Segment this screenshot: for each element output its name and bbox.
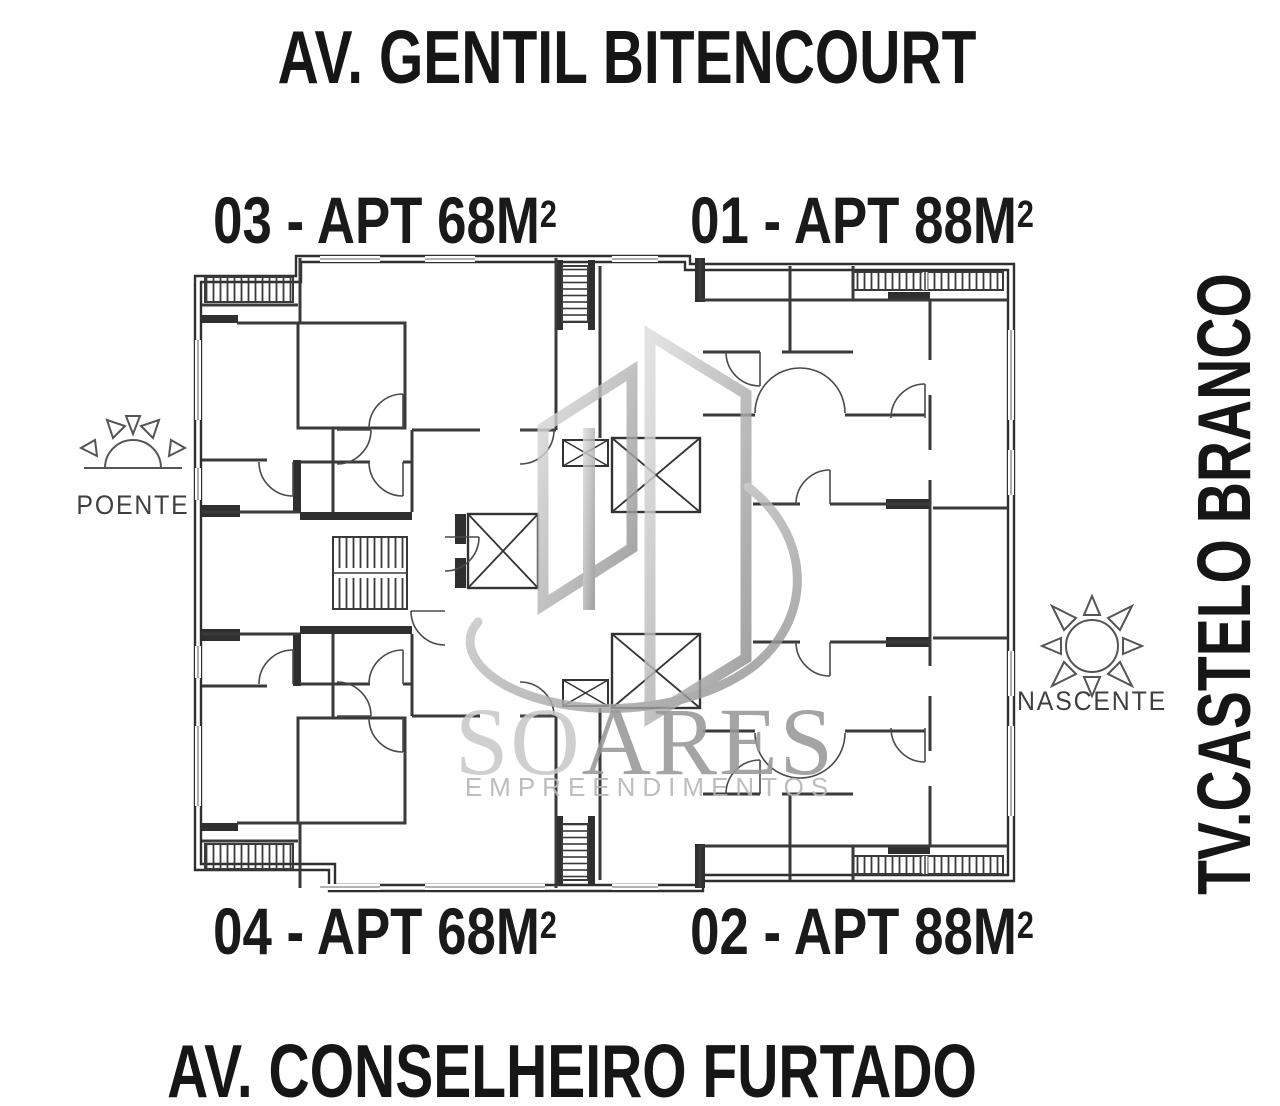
stairs — [332, 536, 408, 610]
street-right: TV.CASTELO BRANCO — [1182, 273, 1266, 895]
core-wall-blocks — [455, 514, 466, 588]
apartment-label-01-text: 01 - APT 88M — [690, 183, 1017, 257]
apartment-label-01-sup: 2 — [1016, 192, 1034, 236]
logo-left-shape — [537, 360, 638, 616]
door-arc — [795, 469, 831, 505]
door-arc — [368, 393, 404, 429]
nascente-label: NASCENTE — [1017, 686, 1167, 716]
nascente-sun-icon — [1039, 593, 1145, 699]
apartment-label-04-text: 04 - APT 68M — [213, 894, 540, 968]
apartment-label-02: 02 - APT 88M2 — [690, 893, 1034, 969]
apartment-label-02-sup: 2 — [1016, 903, 1034, 947]
ladder-shaft — [561, 265, 589, 323]
elevator-shaft-main — [466, 512, 540, 590]
balcony-rail-right — [852, 271, 1004, 291]
street-top: AV. GENTIL BITENCOURT — [277, 15, 977, 99]
logo-swoosh — [465, 482, 802, 713]
apartment-label-03: 03 - APT 68M2 — [213, 182, 557, 258]
apartment-label-04: 04 - APT 68M2 — [213, 893, 557, 969]
door-arc — [368, 461, 404, 497]
door-arcs — [258, 351, 926, 505]
watermark-name-light: SO — [454, 688, 582, 795]
door-arc — [890, 383, 926, 419]
watermark-tagline: EMPREENDIMENTOS — [464, 772, 836, 802]
watermark-logo — [465, 325, 802, 727]
windows — [195, 256, 1014, 500]
apartment-label-03-text: 03 - APT 68M — [213, 183, 540, 257]
poente-label: POENTE — [76, 490, 190, 520]
apartment-label-01: 01 - APT 88M2 — [690, 182, 1034, 258]
watermark-name-dark: ARES — [581, 688, 836, 795]
logo-center-bar — [583, 428, 595, 610]
door-arc — [519, 429, 555, 465]
door-arc — [336, 429, 372, 465]
arch-opening — [754, 367, 846, 414]
central-core — [332, 512, 545, 890]
poente-sun-icon — [78, 415, 188, 469]
watermark-name: SOARES — [455, 686, 835, 797]
door-arc — [258, 461, 294, 497]
apartment-label-04-sup: 2 — [539, 903, 557, 947]
elevator-shaft-upper — [610, 436, 702, 514]
street-bottom: AV. CONSELHEIRO FURTADO — [167, 1029, 977, 1106]
plan-upper-half — [195, 256, 1014, 573]
apartment-label-02-text: 02 - APT 88M — [690, 894, 1017, 968]
interior-walls — [202, 258, 1008, 573]
logo-right-shape — [644, 325, 752, 727]
door-arc — [410, 610, 446, 646]
balcony-rail-left — [204, 276, 294, 303]
apartment-label-03-sup: 2 — [539, 192, 557, 236]
